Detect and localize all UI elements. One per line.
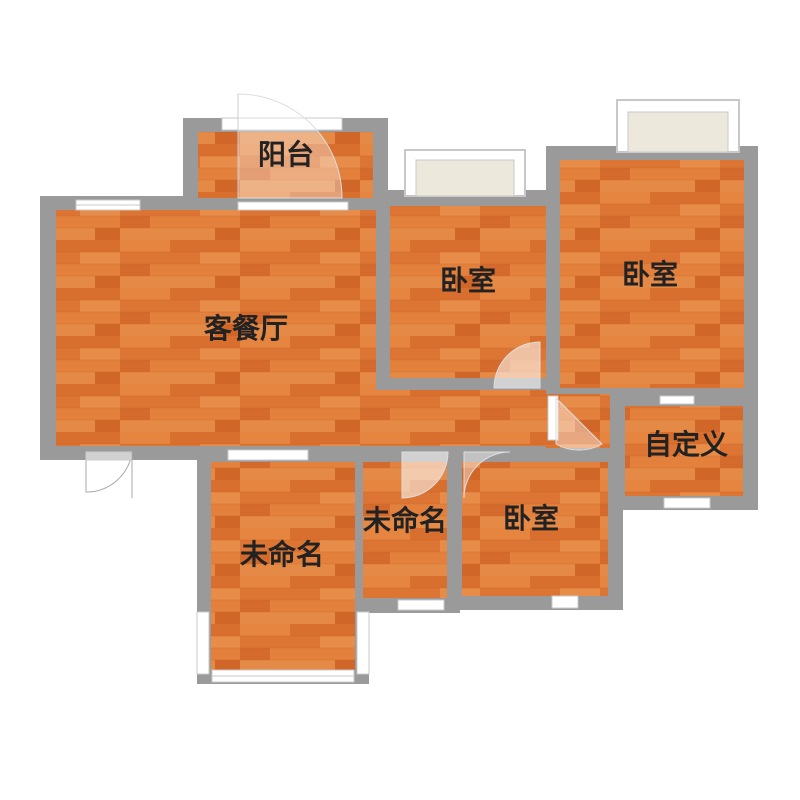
room-label-bedroom-bottom: 卧室: [503, 502, 559, 535]
room-label-living-dining: 客餐厅: [204, 312, 288, 345]
floor-living: [56, 210, 376, 446]
room-label-custom: 自定义: [644, 428, 728, 461]
room-label-bedroom-right: 卧室: [622, 258, 678, 291]
floor-unnamed-left: [211, 462, 355, 670]
floor-bedroom-right: [560, 160, 744, 388]
floor-balcony: [198, 132, 373, 198]
floor-bedroom-bottom: [462, 462, 608, 596]
room-label-unnamed-middle: 未命名: [363, 504, 447, 537]
doors: [85, 93, 603, 499]
windows: [75, 99, 740, 683]
room-label-bedroom-middle: 卧室: [440, 264, 496, 297]
floor-corridor: [376, 390, 546, 446]
room-label-unnamed-left: 未命名: [240, 538, 324, 571]
room-labels: 阳台 客餐厅 卧室 卧室 自定义 未命名 未命名 卧室: [204, 138, 728, 571]
floor-custom: [625, 406, 743, 496]
room-label-balcony: 阳台: [258, 138, 314, 171]
